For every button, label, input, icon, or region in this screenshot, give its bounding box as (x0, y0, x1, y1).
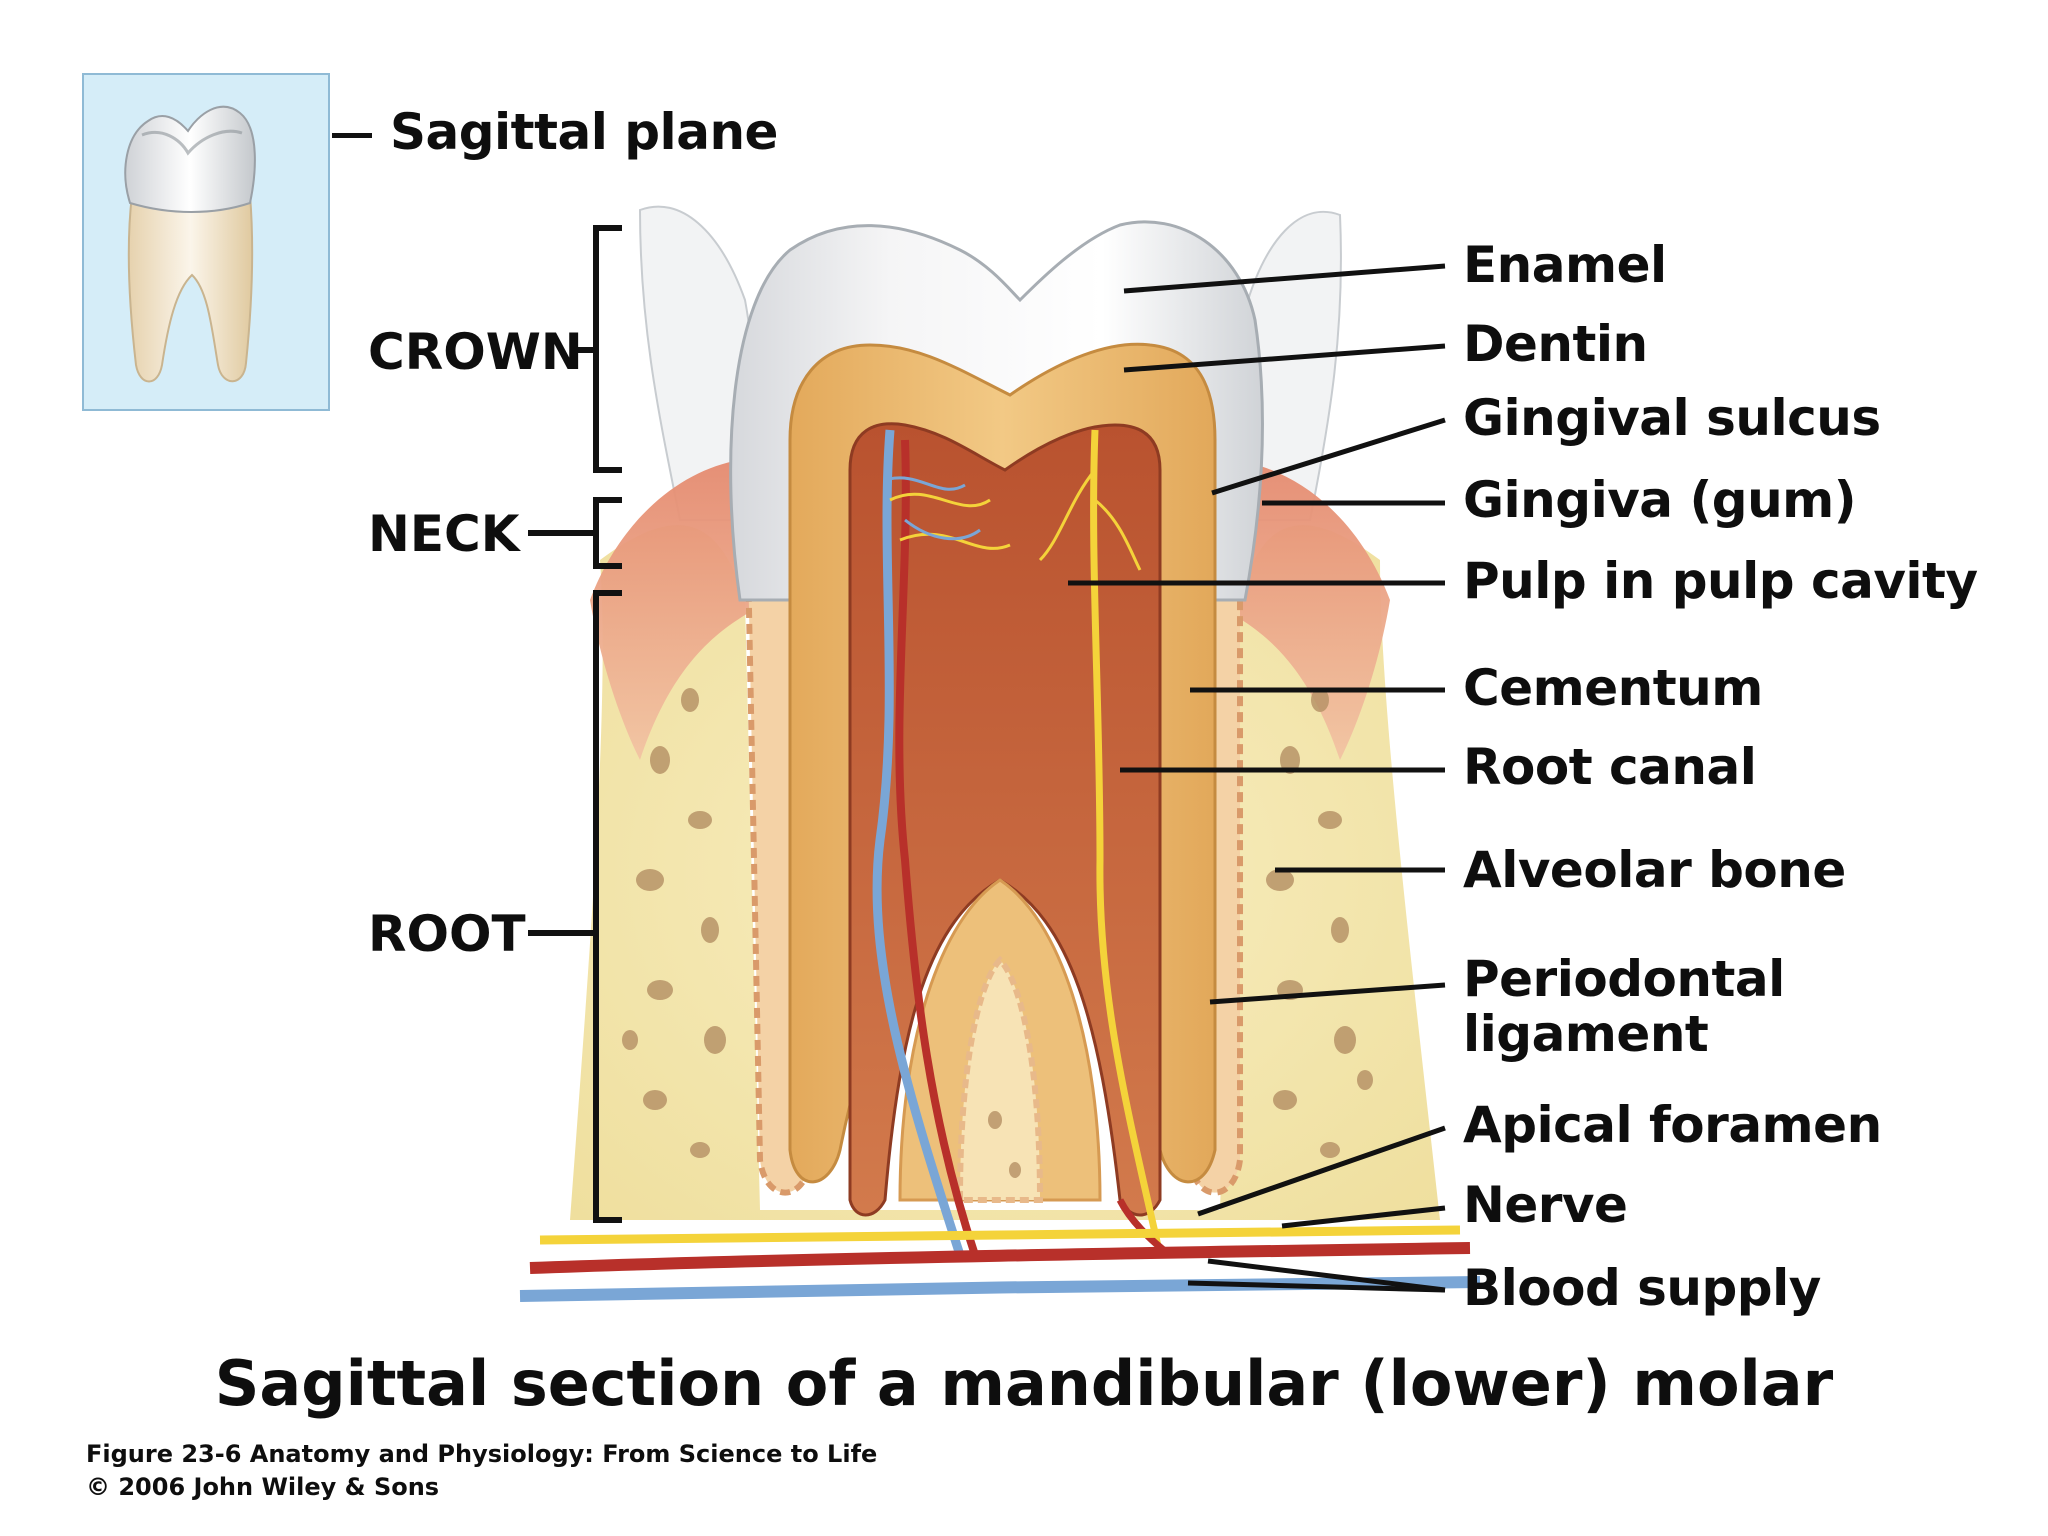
sagittal-plane-leader (332, 133, 372, 138)
dentin-label: Dentin (1463, 315, 1648, 373)
nerve-label: Nerve (1463, 1176, 1628, 1234)
cementum-label: Cementum (1463, 659, 1763, 717)
blood-vessel-red (895, 439, 979, 1257)
base-vein (519, 1276, 1481, 1302)
sagittal-plane-label: Sagittal plane (390, 103, 778, 161)
alveolar-bone-label: Alveolar bone (1463, 841, 1846, 899)
periodontal-ligament-label: Periodontal ligament (1463, 950, 1785, 1063)
root-canal-label: Root canal (1463, 738, 1757, 796)
root-label: ROOT (368, 905, 526, 963)
neck-label: NECK (368, 505, 520, 563)
gingival-sulcus-label: Gingival sulcus (1463, 389, 1881, 447)
figure-title: Sagittal section of a mandibular (lower)… (214, 1347, 1834, 1420)
nerve-fiber (1090, 429, 1164, 1256)
blood-vessel-blue (872, 429, 965, 1257)
pulp-label: Pulp in pulp cavity (1463, 552, 1978, 610)
pulp-cavity (848, 422, 1162, 1217)
gingiva-label: Gingiva (gum) (1463, 471, 1857, 529)
apical-foramen-label: Apical foramen (1463, 1096, 1882, 1154)
enamel-label: Enamel (1463, 236, 1667, 294)
thumbnail-root (127, 194, 254, 383)
base-artery (529, 1242, 1471, 1274)
figure-credit-line1: Figure 23-6 Anatomy and Physiology: From… (86, 1440, 878, 1468)
region-brackets (528, 225, 622, 1223)
figure-credit-line2: © 2006 John Wiley & Sons (86, 1473, 440, 1501)
base-nerve (539, 1225, 1461, 1245)
gingiva-left (590, 460, 770, 760)
whole-tooth-thumbnail (124, 105, 256, 383)
crown-label: CROWN (368, 323, 583, 381)
inset-panel (82, 73, 330, 411)
leader-lines (1068, 263, 1446, 1293)
blood-supply-label: Blood supply (1463, 1259, 1821, 1317)
